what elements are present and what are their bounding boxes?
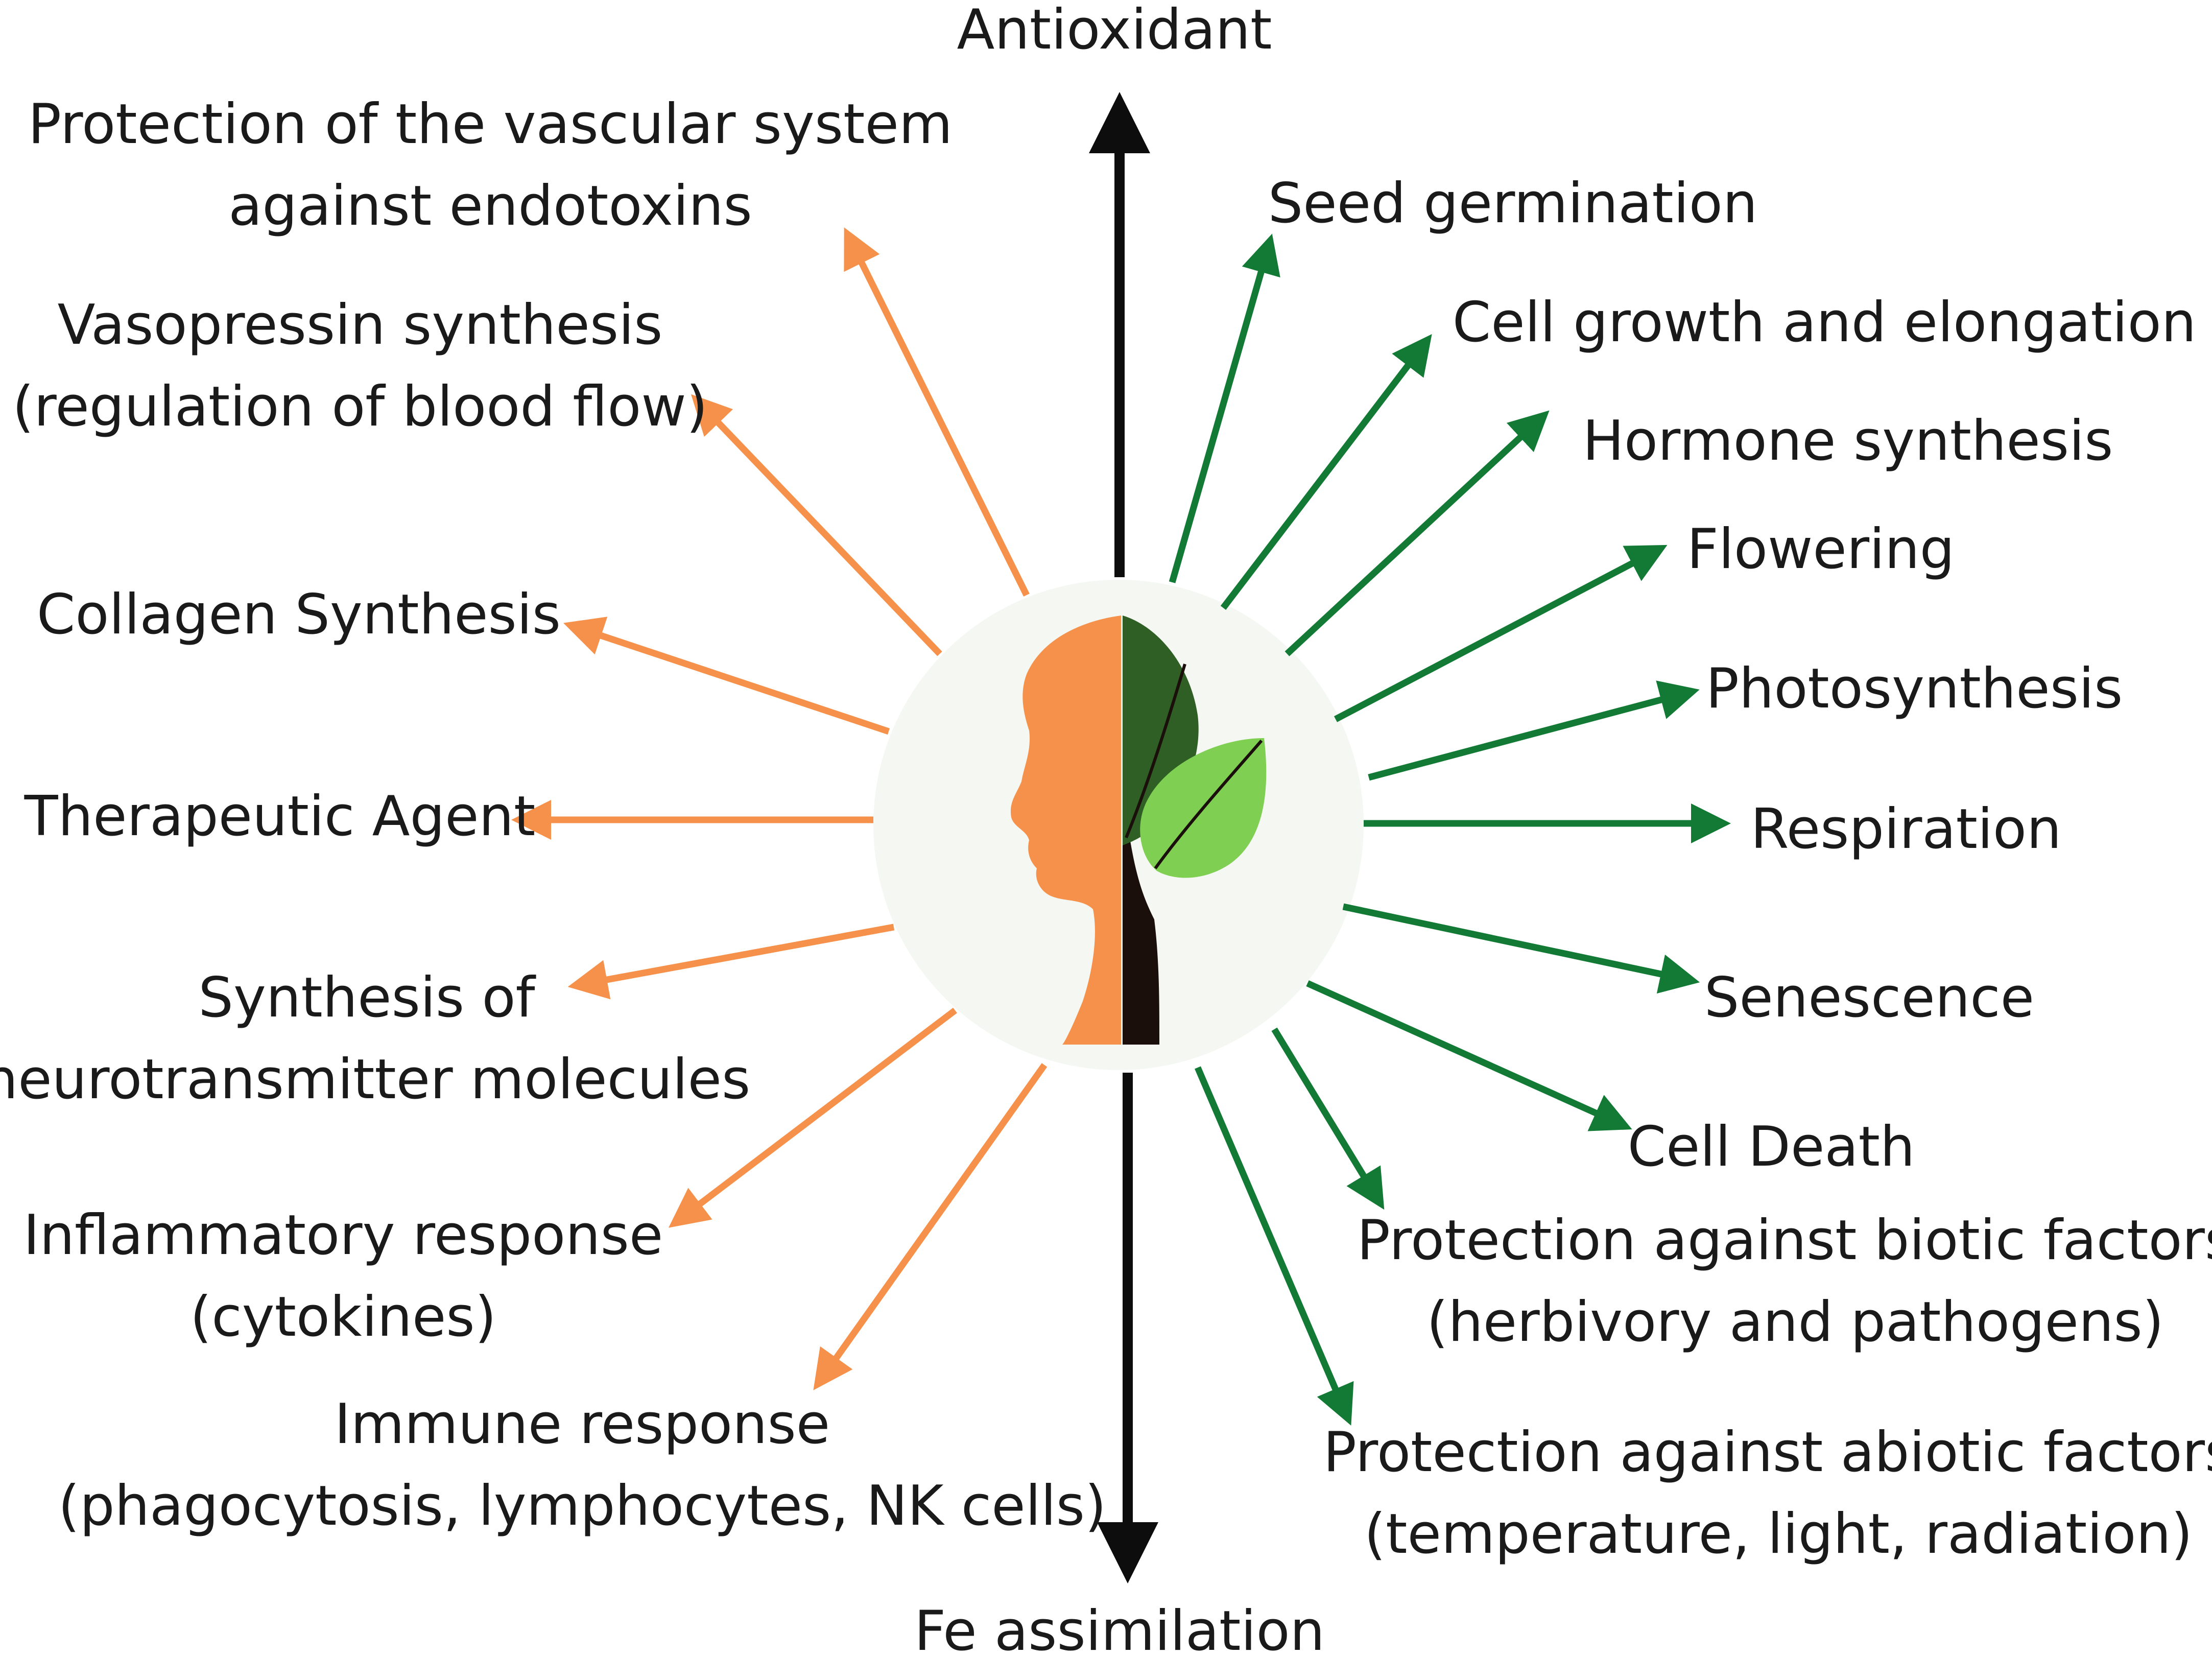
human-label-4-line-1: Therapeutic Agent: [24, 785, 536, 848]
plant-label-10-line-1: Protection against abiotic factors: [1323, 1421, 2212, 1484]
human-arrow-3: [563, 617, 890, 735]
plant-label-10-line-2: (temperature, light, radiation): [1364, 1502, 2193, 1566]
human-head-and-plant-icon: [873, 580, 1364, 1070]
human-label-2: Vasopressin synthesis (regulation of bloo…: [12, 293, 708, 439]
vertical-axis: Antioxidant Fe assimilation: [914, 0, 1325, 1656]
plant-label-8-line-1: Cell Death: [1628, 1115, 1915, 1179]
plant-label-2-line-1: Cell growth and elongation: [1453, 291, 2196, 354]
plant-label-3: Hormone synthesis: [1583, 409, 2113, 473]
light-leaf-vein: [1154, 740, 1263, 869]
human-label-1-line-2: against endotoxins: [228, 174, 752, 238]
human-label-4: Therapeutic Agent: [24, 785, 536, 848]
plant-arrow-8: [1306, 980, 1632, 1131]
human-arrow-1: [844, 227, 1030, 597]
plant-label-3-line-1: Hormone synthesis: [1583, 409, 2113, 473]
plant-label-1: Seed germination: [1268, 172, 1758, 235]
human-label-2-line-2: (regulation of blood flow): [12, 375, 708, 439]
plant-label-5-line-1: Photosynthesis: [1706, 657, 2123, 721]
plant-label-9-line-1: Protection against biotic factors: [1357, 1209, 2212, 1272]
human-label-3-line-1: Collagen Synthesis: [37, 583, 561, 647]
plant-label-4: Flowering: [1687, 517, 1955, 581]
human-label-6-line-1: Inflammatory response: [23, 1203, 663, 1267]
plant-arrow-10: [1195, 1066, 1354, 1426]
plant-trunk: [1123, 838, 1159, 1045]
human-label-1: Protection of the vascular system against…: [28, 92, 953, 238]
plant-label-9-line-2: (herbivory and pathogens): [1426, 1290, 2164, 1354]
human-arrows: [511, 227, 1048, 1390]
plant-label-6-line-1: Respiration: [1751, 797, 2062, 861]
plant-arrow-1: [1169, 233, 1280, 583]
plant-arrow-9: [1271, 1027, 1385, 1210]
human-label-6-line-2: (cytokines): [190, 1285, 496, 1349]
human-label-2-line-1: Vasopressin synthesis: [58, 293, 663, 357]
plant-label-4-line-1: Flowering: [1687, 517, 1955, 581]
plant-label-6: Respiration: [1751, 797, 2062, 861]
human-arrow-5: [567, 924, 895, 1000]
human-label-3: Collagen Synthesis: [37, 583, 561, 647]
plant-label-9: Protection against biotic factors (herbiv…: [1357, 1209, 2212, 1354]
axis-bottom-label: Fe assimilation: [914, 1599, 1325, 1656]
plant-arrow-5: [1368, 680, 1700, 781]
plant-label-7-line-1: Senescence: [1704, 966, 2034, 1030]
plant-arrow-3: [1285, 410, 1550, 656]
human-label-5-line-1: Synthesis of: [198, 966, 536, 1030]
plant-arrow-4: [1334, 545, 1668, 722]
human-arrow-2: [691, 394, 942, 656]
human-label-7-line-2: (phagocytosis, lymphocytes, NK cells): [58, 1474, 1106, 1538]
human-label-7: Immune response (phagocytosis, lymphocyte…: [58, 1392, 1106, 1538]
human-label-5-line-2: neurotransmitter molecules: [0, 1048, 750, 1111]
plant-arrows: [1169, 233, 1731, 1426]
plant-label-10: Protection against abiotic factors (tempe…: [1323, 1421, 2212, 1566]
human-label-7-line-1: Immune response: [335, 1392, 830, 1456]
plant-label-5: Photosynthesis: [1706, 657, 2123, 721]
plant-arrow-7: [1342, 903, 1700, 994]
dark-leaf-vein: [1125, 664, 1186, 839]
human-head-silhouette: [1011, 616, 1121, 1045]
human-arrow-7: [813, 1063, 1048, 1390]
human-effect-labels: Protection of the vascular system against…: [0, 92, 1106, 1538]
axis-top-label: Antioxidant: [957, 0, 1272, 62]
plant-label-1-line-1: Seed germination: [1268, 172, 1758, 235]
human-arrow-6: [668, 1007, 957, 1228]
human-label-1-line-1: Protection of the vascular system: [28, 92, 953, 156]
human-label-6: Inflammatory response (cytokines): [23, 1203, 663, 1349]
plant-label-7: Senescence: [1704, 966, 2034, 1030]
human-label-5: Synthesis of neurotransmitter molecules: [0, 966, 750, 1111]
plant-label-8: Cell Death: [1628, 1115, 1915, 1179]
plant-arrow-2: [1220, 334, 1432, 610]
plant-label-2: Cell growth and elongation: [1453, 291, 2196, 354]
